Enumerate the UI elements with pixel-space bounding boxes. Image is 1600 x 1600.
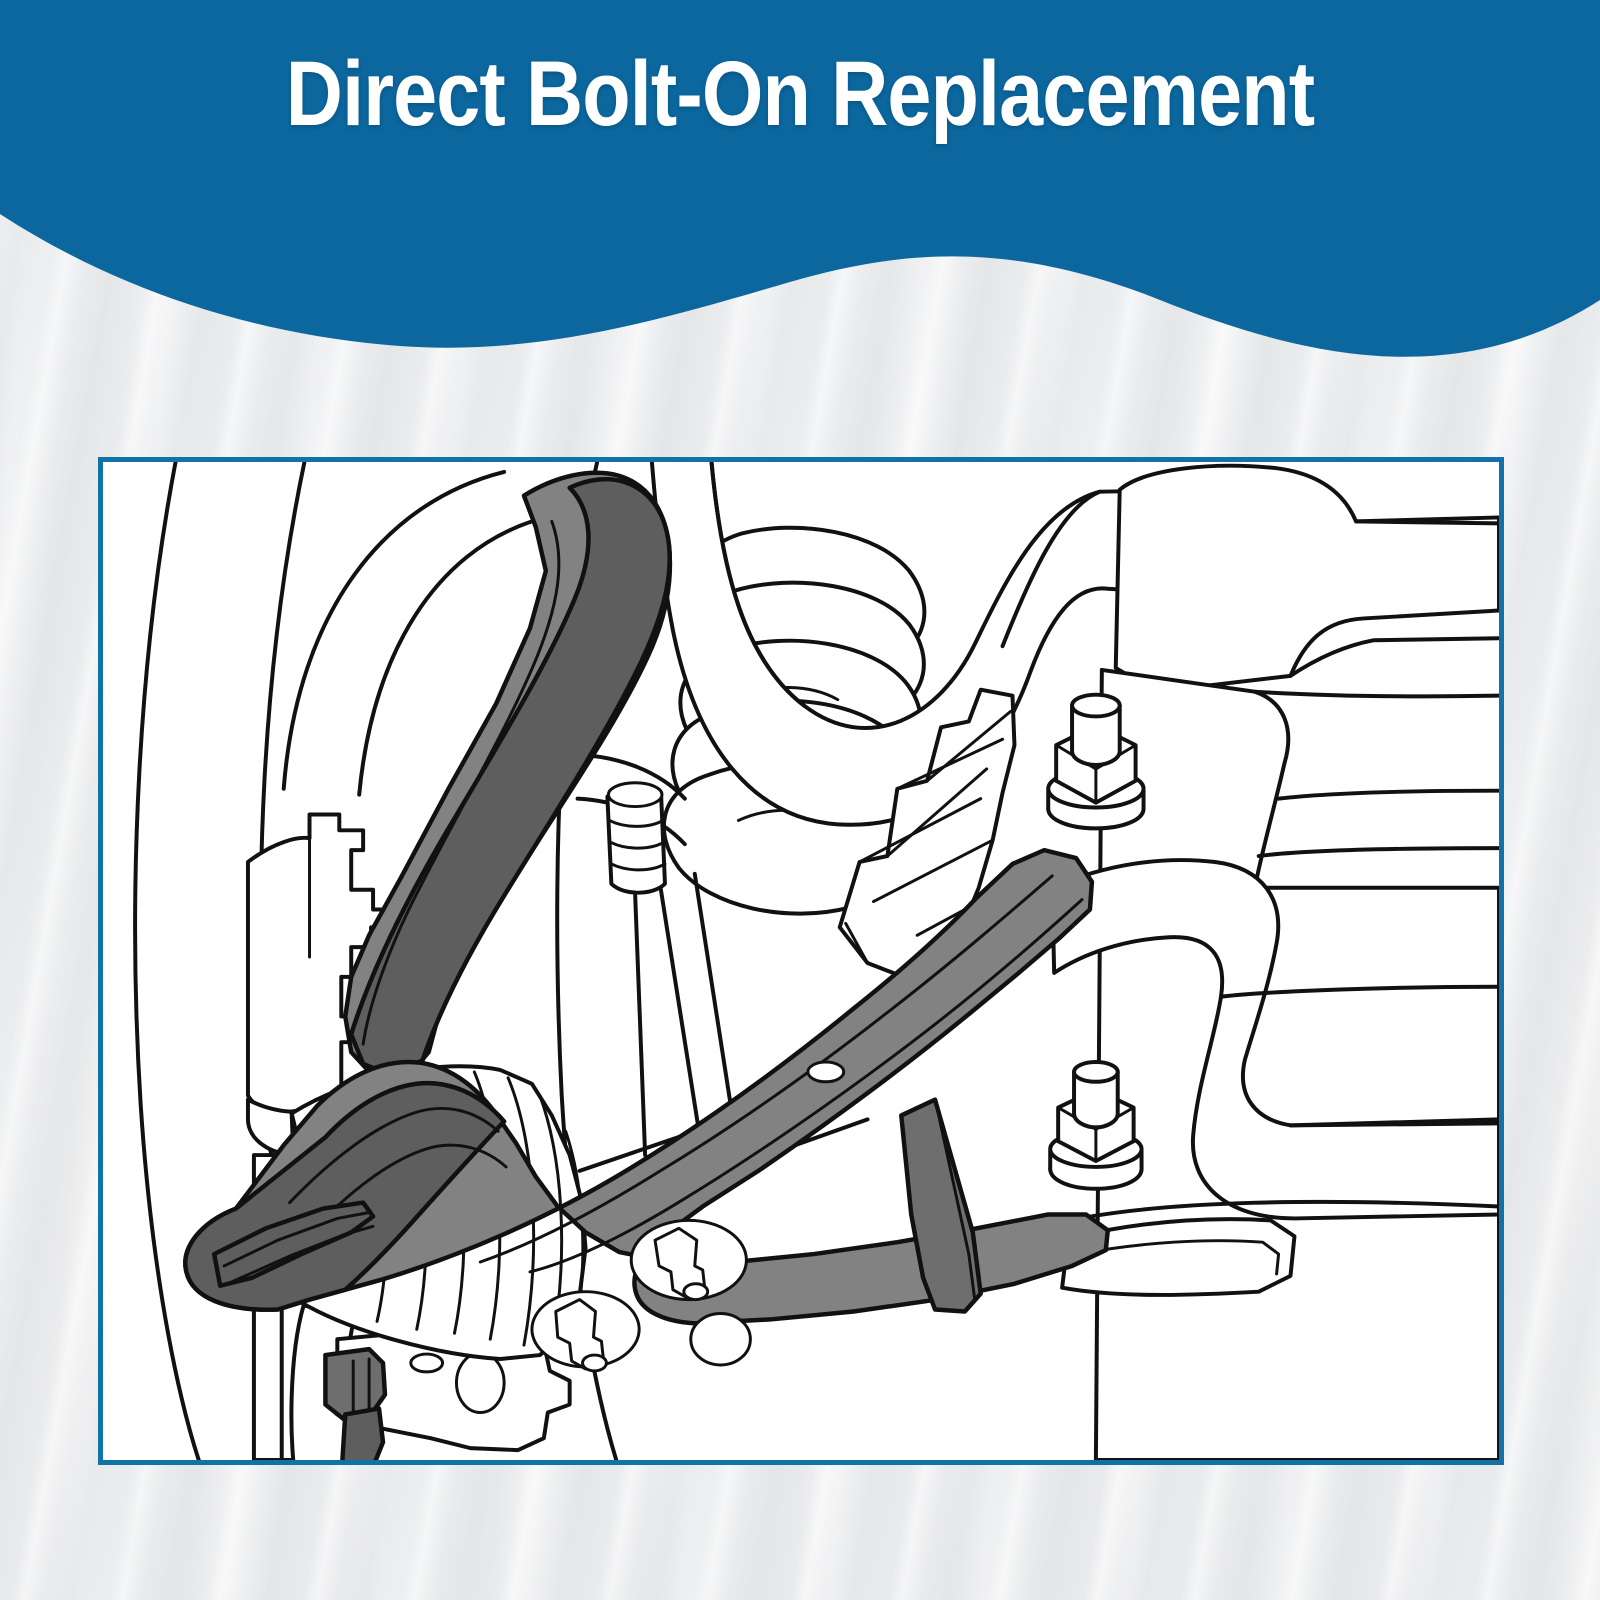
subframe-rail bbox=[1050, 463, 1499, 1460]
front-suspension-control-arm-diagram bbox=[103, 462, 1499, 1460]
ball-joint-stud-upper bbox=[653, 1226, 710, 1302]
ball-joint bbox=[211, 1200, 376, 1288]
lower-control-arm[interactable] bbox=[183, 847, 1111, 1374]
illustration-frame bbox=[98, 457, 1504, 1465]
header-wave-banner bbox=[0, 0, 1600, 357]
upper-control-arm[interactable] bbox=[343, 470, 673, 1079]
mounting-bolt-upper bbox=[1046, 692, 1146, 831]
ball-joint-stud-lower bbox=[554, 1298, 608, 1373]
brake-sensor-cable bbox=[323, 1346, 388, 1460]
bump-stop bbox=[605, 781, 667, 1158]
mounting-bolt-lower bbox=[1048, 1060, 1144, 1191]
page-title: Direct Bolt-On Replacement bbox=[285, 43, 1315, 145]
